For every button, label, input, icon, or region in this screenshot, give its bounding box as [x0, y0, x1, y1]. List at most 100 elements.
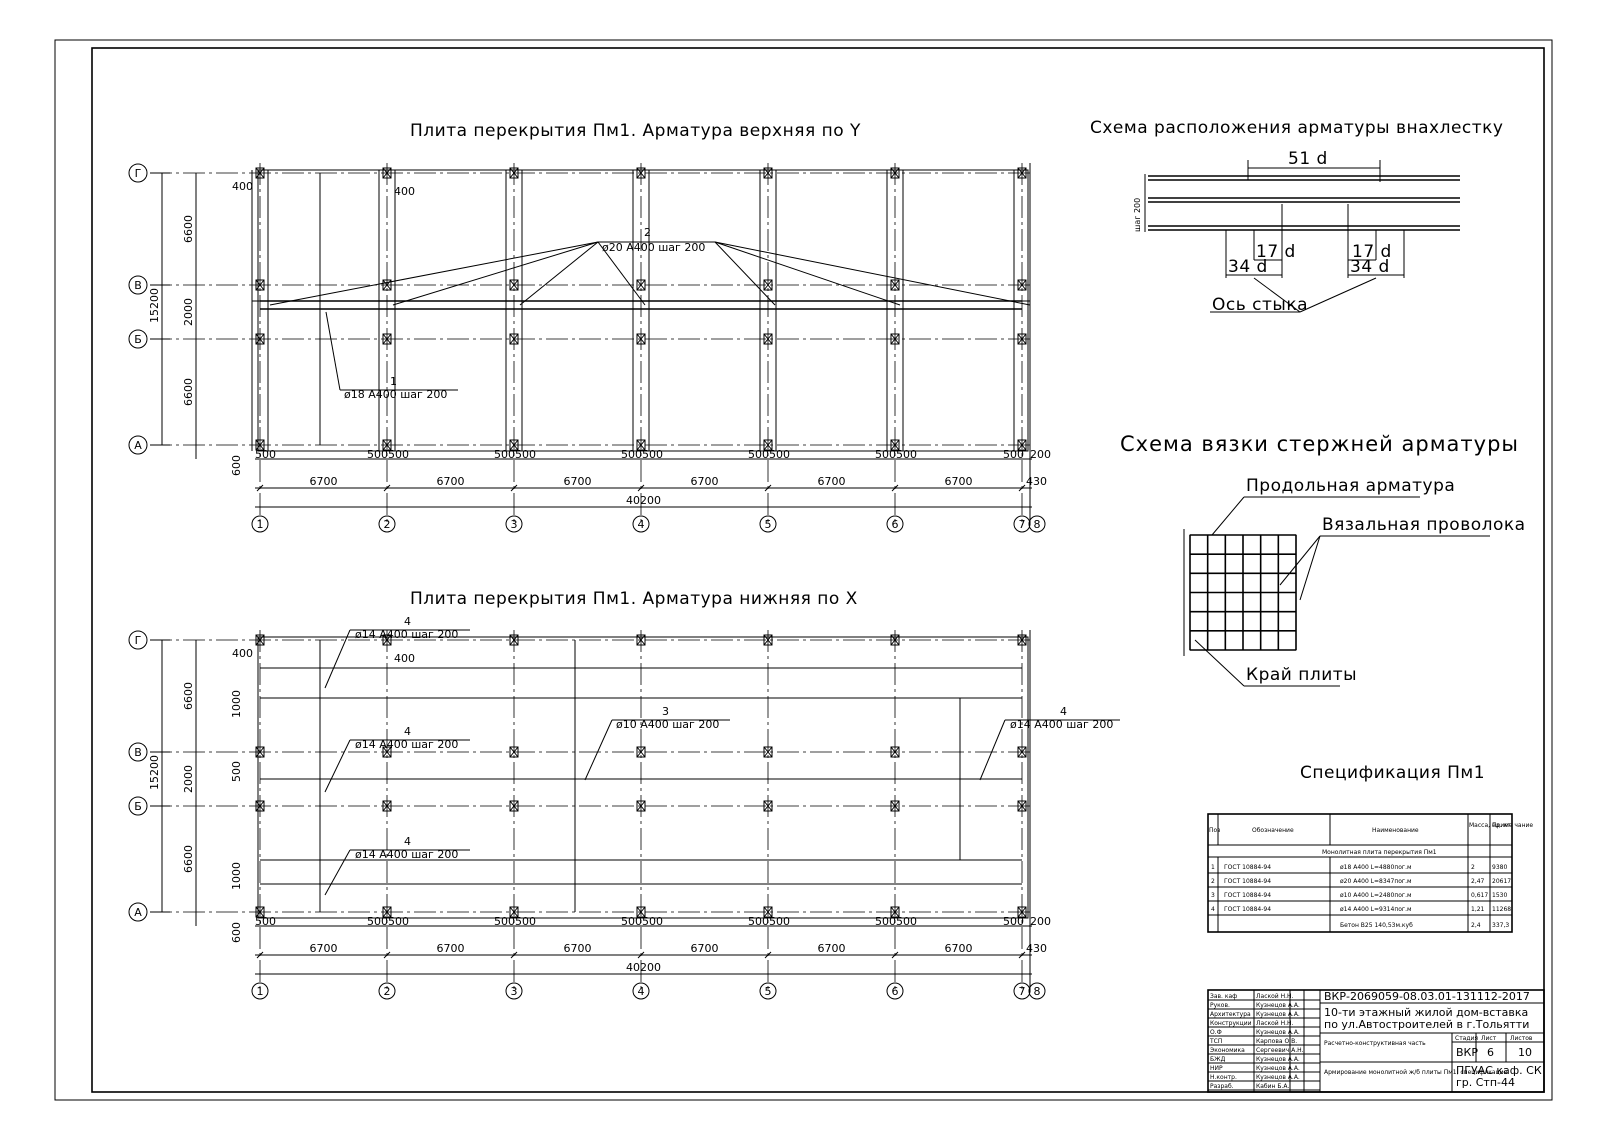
- dim-200: 200: [1030, 448, 1051, 461]
- column-box: [890, 333, 900, 345]
- col-axis-label: 3: [511, 518, 518, 531]
- spec-designation: ГОСТ 10884-94: [1224, 878, 1271, 885]
- stamp-person: Сергеевич А.Н.: [1256, 1047, 1304, 1054]
- svg-text:2: 2: [644, 226, 651, 239]
- column-box: [763, 746, 773, 758]
- column-box: [1017, 439, 1027, 451]
- column-box: [636, 746, 646, 758]
- svg-text:4: 4: [404, 835, 411, 848]
- col-axis-bubble: [759, 982, 777, 1000]
- dim-500500: 500500: [875, 448, 917, 461]
- col-axis-bubble: [251, 515, 269, 533]
- dim-row: 6600: [182, 378, 195, 406]
- col-axis-label: 6: [892, 518, 899, 531]
- column-box: [636, 279, 646, 291]
- col-axis-label: 6: [892, 985, 899, 998]
- dim-row: 6600: [182, 215, 195, 243]
- bottom-plan-title: Плита перекрытия Пм1. Арматура нижняя по…: [410, 589, 858, 609]
- column-box: [763, 634, 773, 646]
- column-box: [763, 906, 773, 918]
- spec-name: ø18 А400 L=4880пог.м: [1340, 864, 1412, 871]
- top-plan-title: Плита перекрытия Пм1. Арматура верхняя п…: [410, 121, 861, 141]
- svg-text:ø10 А400 шаг 200: ø10 А400 шаг 200: [616, 718, 719, 731]
- dim-500500: 500500: [748, 448, 790, 461]
- column-box: [509, 333, 519, 345]
- stamp-sheet: 6: [1487, 1046, 1494, 1059]
- stamp-org1: ПГУАС каф. СК: [1456, 1064, 1542, 1077]
- spec-designation: ГОСТ 10884-94: [1224, 864, 1271, 871]
- lap-51d: 51 d: [1288, 149, 1328, 169]
- column-box: [636, 439, 646, 451]
- col-axis-bubble: [759, 515, 777, 533]
- row-axis-label: Б: [134, 333, 142, 346]
- dim-col: 6700: [818, 475, 846, 488]
- dim-400-right: 400: [394, 185, 415, 198]
- spec-name: ø20 А400 L=8347пог.м: [1340, 878, 1412, 885]
- stamp-person: Кузнецов А.А.: [1256, 1029, 1300, 1036]
- lap-34d-b: 34 d: [1350, 257, 1390, 277]
- col-axis-label: 4: [638, 985, 645, 998]
- column-box: [509, 439, 519, 451]
- col-axis-bubble: [251, 982, 269, 1000]
- spec-note: 337,3: [1492, 922, 1509, 929]
- stamp-section: Расчетно-конструктивная часть: [1324, 1040, 1426, 1047]
- stamp-role: Экономика: [1210, 1047, 1245, 1054]
- column-box: [1017, 279, 1027, 291]
- top-callout-2: 2 ø20 А400 шаг 200: [269, 226, 1031, 306]
- stamp-org2: гр. Стп-44: [1456, 1076, 1515, 1089]
- svg-text:Обозначение: Обозначение: [1252, 827, 1294, 834]
- column-box: [890, 746, 900, 758]
- column-box: [636, 634, 646, 646]
- tie-long-label: Продольная арматура: [1246, 476, 1455, 496]
- col-axis-label: 1: [257, 518, 264, 531]
- dim-row: 2000: [182, 298, 195, 326]
- col-axis-bubble: [1013, 515, 1031, 533]
- lap-17d-a: 17 d: [1256, 242, 1296, 262]
- column-box: [1017, 634, 1027, 646]
- col-axis-label: 7: [1019, 518, 1026, 531]
- column-box: [890, 906, 900, 918]
- col-axis-label: 8: [1034, 985, 1041, 998]
- dim-row: 6600: [182, 845, 195, 873]
- column-box: [763, 800, 773, 812]
- dim-row: 2000: [182, 765, 195, 793]
- spec-note: 20617: [1492, 878, 1511, 885]
- spec-note: 1530: [1492, 892, 1507, 899]
- spec-pos: 2: [1211, 878, 1215, 885]
- slab-outline: [257, 169, 1029, 452]
- column-box: [382, 167, 392, 179]
- dim-col: 6700: [564, 475, 592, 488]
- col-axis-bubble: [1013, 982, 1031, 1000]
- row-axis-label: А: [134, 906, 142, 919]
- dim-1000: 1000: [230, 690, 243, 718]
- column-box: [1017, 800, 1027, 812]
- col-axis-label: 2: [384, 985, 391, 998]
- column-box: [255, 279, 265, 291]
- dim-col: 6700: [691, 475, 719, 488]
- col-axis-bubble: [378, 982, 396, 1000]
- stamp-role: Н.контр.: [1210, 1074, 1237, 1081]
- column-box: [509, 167, 519, 179]
- dim-500500: 500500: [367, 448, 409, 461]
- col-axis-label: 2: [384, 518, 391, 531]
- column-box: [890, 439, 900, 451]
- stamp-role: Зав. каф: [1210, 993, 1237, 1000]
- dim-total-x: 40200: [626, 494, 661, 507]
- spec-pos: 4: [1211, 906, 1215, 913]
- dim-total-y: 15200: [148, 288, 161, 323]
- row-axis-bubble: [128, 796, 148, 816]
- stamp-stage: ВКР: [1456, 1046, 1478, 1059]
- column-box: [1017, 906, 1027, 918]
- lap-17d-b: 17 d: [1352, 242, 1392, 262]
- spec-mass: 1,21: [1471, 906, 1485, 913]
- stamp-role: НИР: [1210, 1065, 1223, 1072]
- stamp-sheet-title: Армирование монолитной ж/б плиты Пм1, сп…: [1324, 1069, 1508, 1076]
- dim-500500: 500500: [748, 915, 790, 928]
- col-axis-label: 3: [511, 985, 518, 998]
- col-axis-bubble: [632, 982, 650, 1000]
- dim-430: 430: [1026, 475, 1047, 488]
- dim-col: 6700: [818, 942, 846, 955]
- row-axis-bubble: [128, 163, 148, 183]
